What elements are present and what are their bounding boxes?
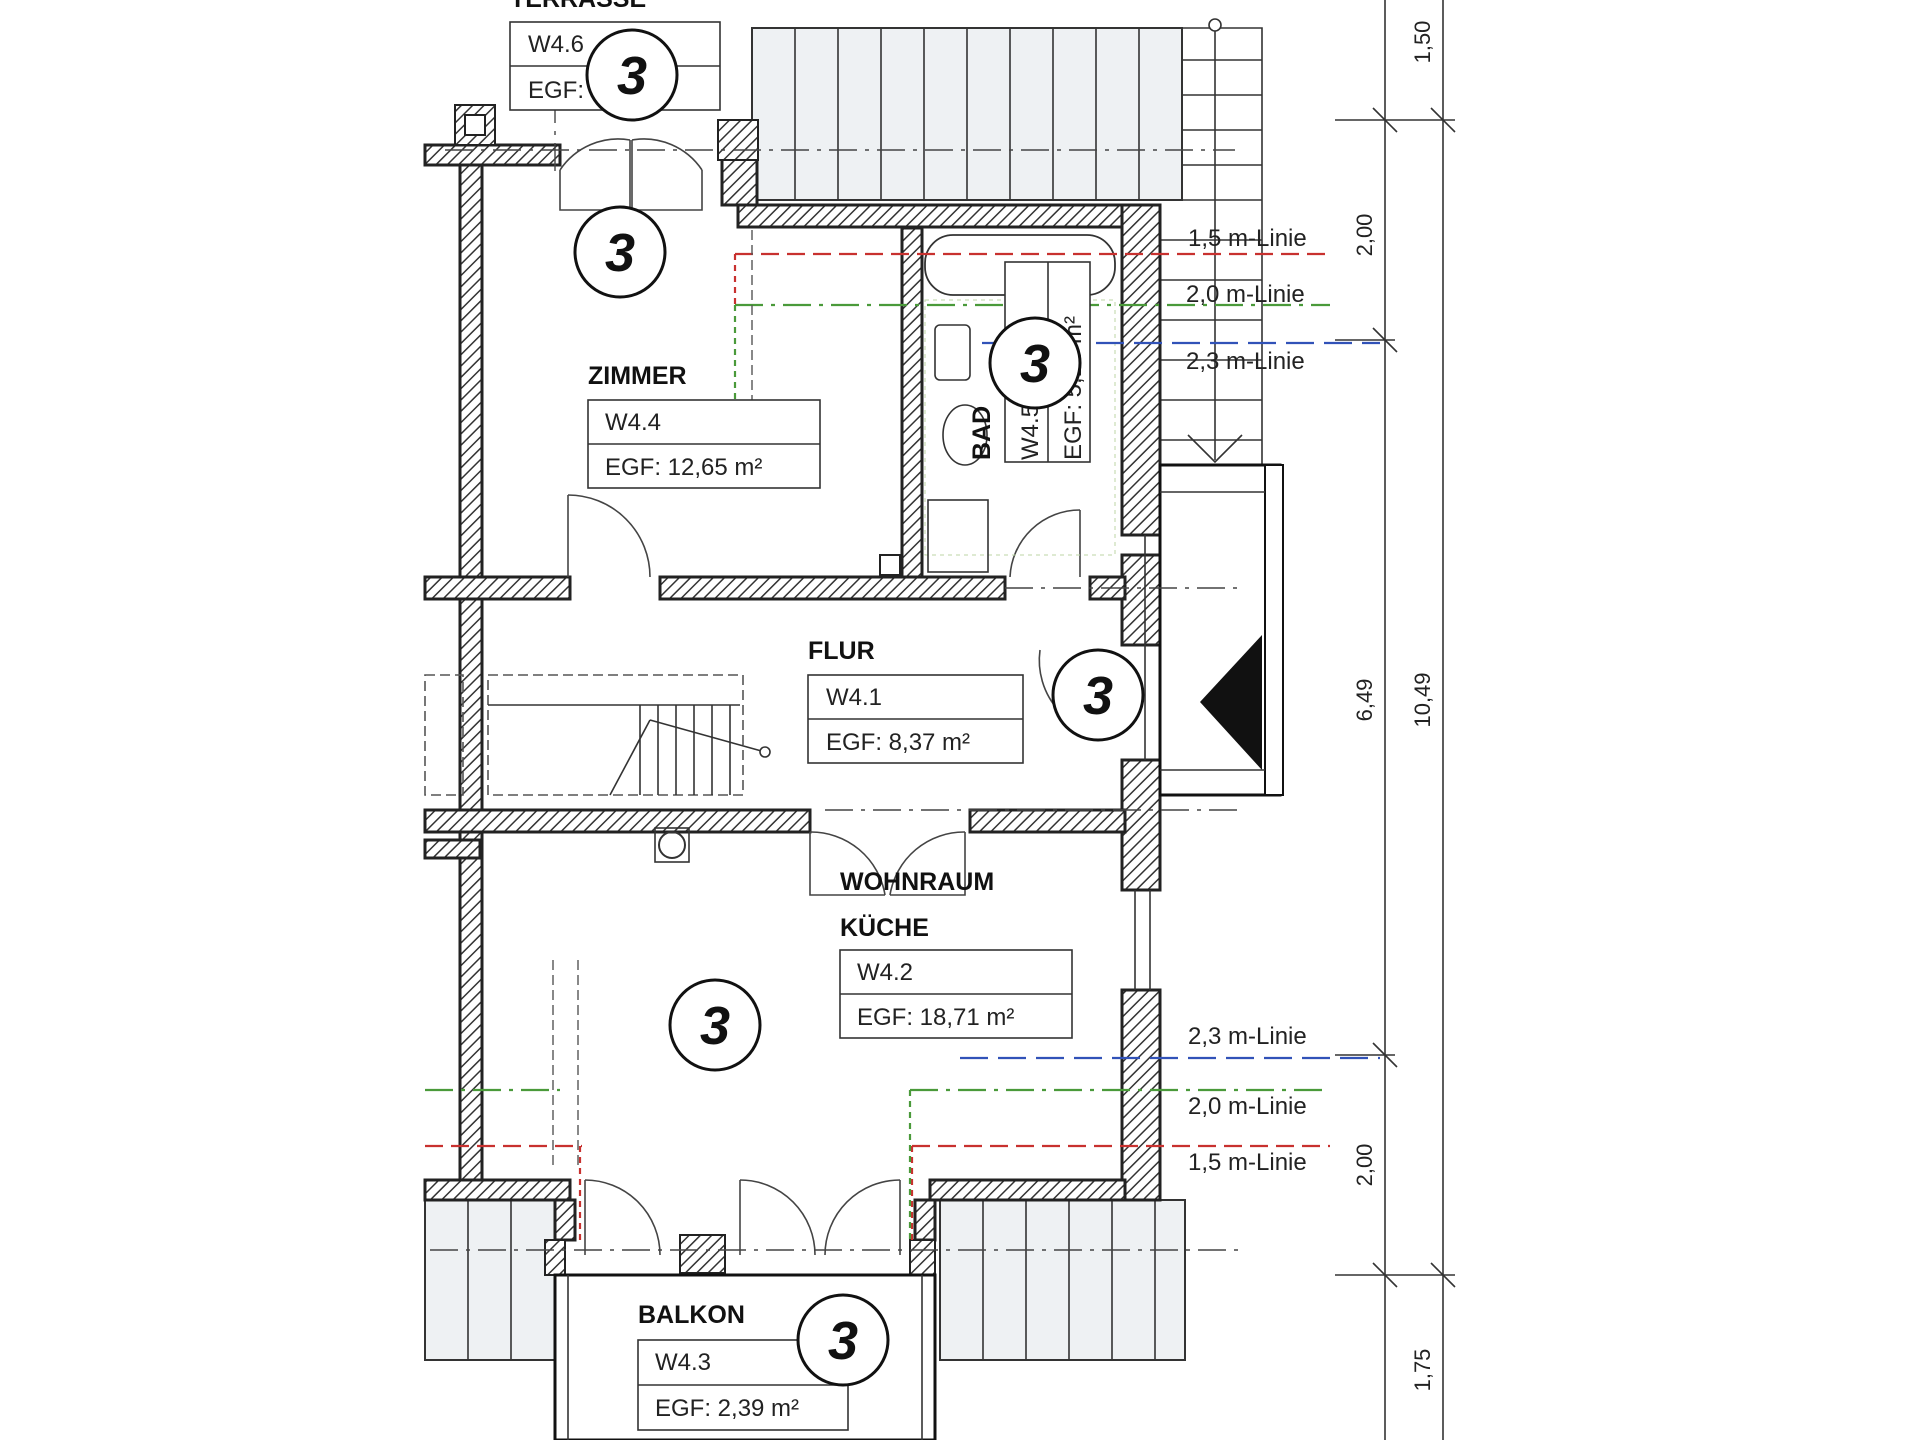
marker-number: 3 [828,1311,858,1371]
roof-panels-top [751,27,1183,201]
marker-wohnraum: 3 [668,978,762,1072]
exterior-stair-top [1160,18,1263,466]
interior-stair [424,674,771,796]
room-name-line1: WOHNRAUM [840,868,994,896]
dimension-chain [1335,0,1456,1440]
room-name: BALKON [638,1301,745,1329]
room-name: BAD [968,406,996,460]
marker-number: 3 [617,46,647,106]
room-area: EGF: 8,37 m² [826,729,970,756]
label-2-0m-top: 2,0 m-Linie [1186,281,1305,308]
room-zimmer: ZIMMER W4.4 EGF: 12,65 m² [587,362,821,489]
dim-2-00-top: 2,00 [1352,214,1377,257]
dim-1-50: 1,50 [1410,21,1435,64]
bathroom-fixtures [654,234,1116,863]
room-id: W4.5 [1017,404,1044,460]
room-name: ZIMMER [588,362,687,390]
side-balcony [1134,463,1284,990]
room-id: W4.4 [605,409,661,436]
height-lines-bottom [425,960,1380,1240]
marker-flur: 3 [1051,648,1145,742]
marker-zimmer: 3 [573,205,667,299]
label-2-3m-bottom: 2,3 m-Linie [1188,1023,1307,1050]
marker-terrasse: 3 [585,28,679,122]
roof-panels-bottom [424,1199,1186,1361]
room-name: FLUR [808,637,875,665]
label-1-5m-top: 1,5 m-Linie [1188,225,1307,252]
stair-direction-icon [1200,635,1262,770]
room-area: EGF: 18,71 m² [857,1004,1014,1031]
room-wohnraum-kueche: WOHNRAUM KÜCHE W4.2 EGF: 18,71 m² [839,868,1073,1039]
room-flur: FLUR W4.1 EGF: 8,37 m² [807,637,1024,764]
dim-10-49: 10,49 [1410,672,1435,727]
room-id: W4.6 [528,31,584,58]
axis-lines [430,95,1240,1251]
room-area: EGF: 12,65 m² [605,454,762,481]
marker-bad: 3 [988,316,1082,410]
room-area: EGF: 2,39 m² [655,1395,799,1422]
room-id: W4.3 [655,1349,711,1376]
room-name-line2: KÜCHE [840,913,929,942]
room-id: W4.2 [857,959,913,986]
walls [423,104,1162,1276]
marker-balkon: 3 [796,1293,890,1387]
marker-number: 3 [1083,666,1113,726]
label-2-3m-top: 2,3 m-Linie [1186,348,1305,375]
marker-number: 3 [700,996,730,1056]
marker-number: 3 [605,223,635,283]
dim-2-00-bottom: 2,00 [1352,1144,1377,1187]
dim-1-75: 1,75 [1410,1349,1435,1392]
room-id: W4.1 [826,684,882,711]
doors [559,138,1121,1256]
marker-number: 3 [1020,334,1050,394]
room-name: TERRASSE [510,0,646,13]
label-2-0m-bottom: 2,0 m-Linie [1188,1093,1307,1120]
dim-6-49: 6,49 [1352,679,1377,722]
label-1-5m-bottom: 1,5 m-Linie [1188,1149,1307,1176]
